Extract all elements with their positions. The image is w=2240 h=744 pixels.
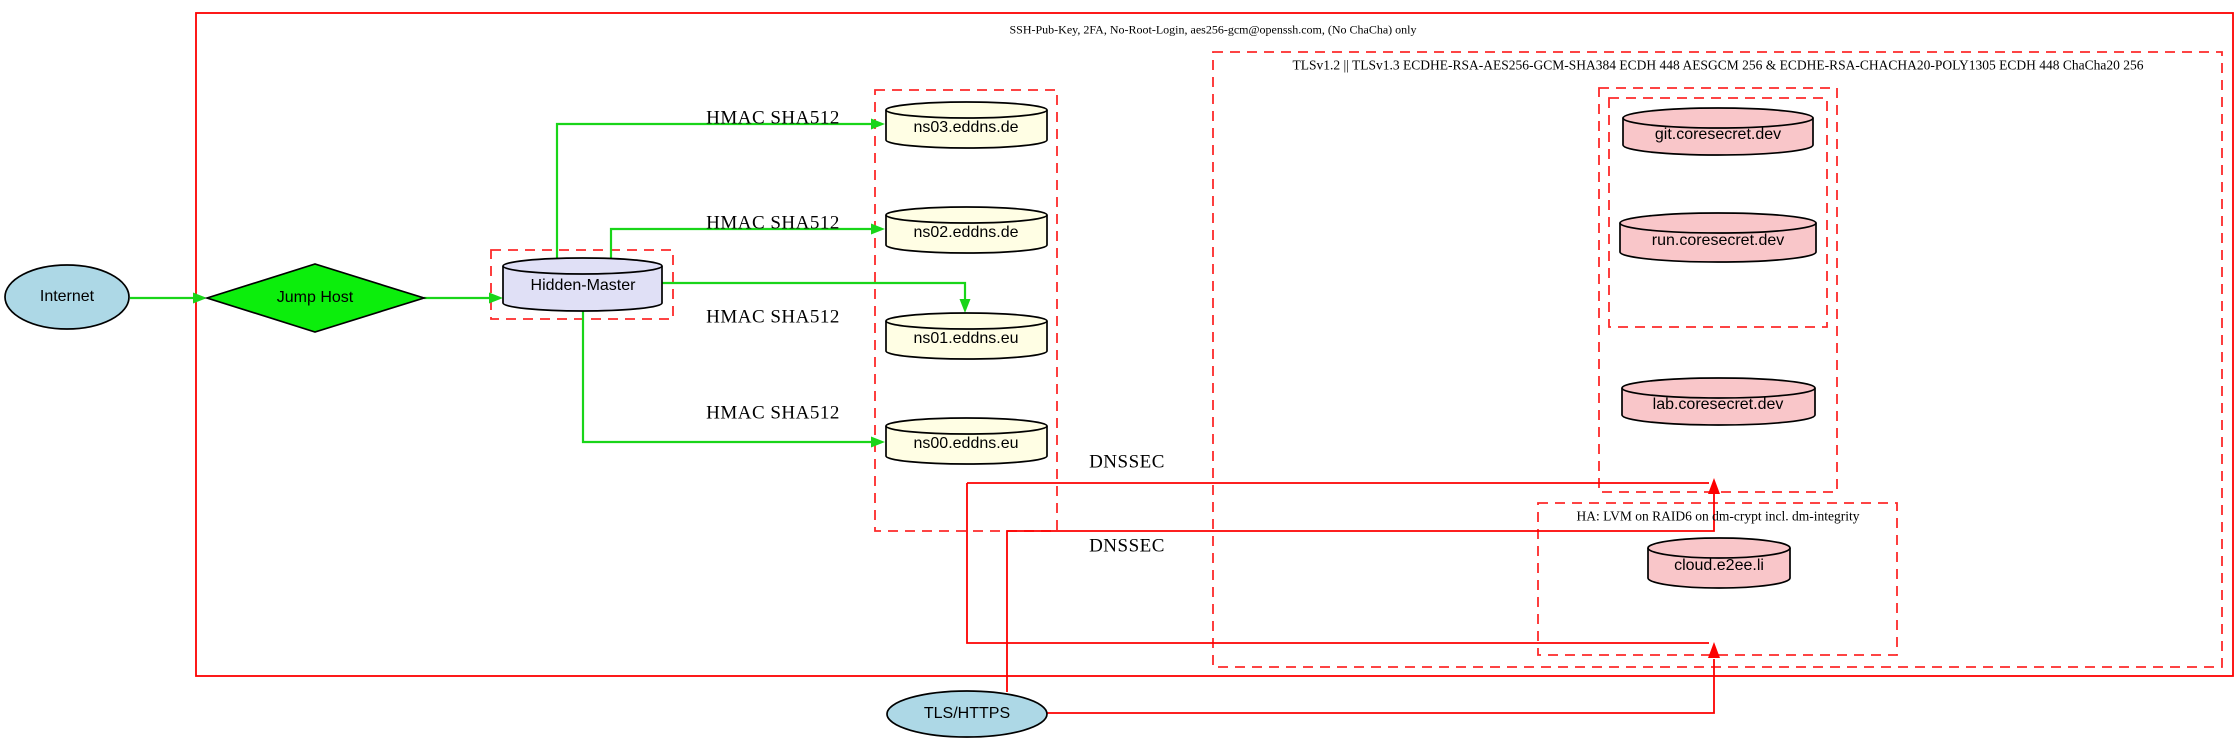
arrowhead-hiddenmaster [489, 292, 503, 304]
lab-label: lab.coresecret.dev [1652, 396, 1784, 414]
edge-hiddenmaster-ns01 [662, 281, 967, 299]
ssh-cluster-label: SSH-Pub-Key, 2FA, No-Root-Login, aes256-… [1009, 22, 1417, 37]
internet-label: Internet [39, 288, 95, 306]
arrowhead-jumphost [193, 292, 207, 304]
ns01-node [885, 312, 1048, 360]
arrowhead-ns03 [871, 118, 885, 130]
lab-node [1621, 377, 1816, 426]
git-node [1622, 107, 1814, 156]
arrowhead-coresecret [1708, 478, 1720, 494]
hmac-label-ns03: HMAC SHA512 [706, 107, 840, 129]
jump-host-label: Jump Host [276, 289, 354, 307]
red-edges [966, 478, 1720, 714]
tls-https-label: TLS/HTTPS [923, 705, 1011, 723]
cloud-label: cloud.e2ee.li [1674, 557, 1764, 575]
edge-hiddenmaster-ns00 [581, 310, 871, 444]
dnssec-label-2: DNSSEC [1089, 535, 1165, 557]
ha-cluster-box [1537, 502, 1898, 656]
ns03-label: ns03.eddns.de [913, 119, 1019, 137]
coresecret-outer-cluster-box [1598, 87, 1838, 493]
hmac-label-ns01: HMAC SHA512 [706, 306, 840, 328]
jump-host-node [204, 263, 427, 333]
arrowhead-ns02 [871, 223, 885, 235]
green-edges [130, 118, 971, 448]
ns03-node [885, 101, 1048, 149]
ns02-label: ns02.eddns.de [913, 224, 1019, 242]
tls-https-node [886, 690, 1048, 738]
edge-dnssec-ha [966, 483, 1709, 644]
arrowhead-ns00 [871, 436, 885, 448]
dns-cluster-box [874, 89, 1058, 532]
cloud-node [1647, 537, 1791, 589]
dnssec-label-1: DNSSEC [1089, 451, 1165, 473]
internet-node [4, 264, 130, 330]
edge-tls-coresecret [1006, 494, 1715, 692]
edge-hiddenmaster-ns03 [555, 122, 871, 259]
ns00-label: ns00.eddns.eu [913, 435, 1019, 453]
git-label: git.coresecret.dev [1654, 126, 1782, 144]
run-node [1619, 212, 1817, 263]
ns00-node [885, 417, 1048, 465]
hidden-master-node [502, 257, 663, 312]
hmac-label-ns02: HMAC SHA512 [706, 212, 840, 234]
coresecret-inner-cluster-box [1608, 97, 1828, 328]
ssh-cluster-box [195, 12, 2234, 677]
hmac-label-ns00: HMAC SHA512 [706, 402, 840, 424]
edge-hiddenmaster-ns02 [609, 227, 871, 259]
hidden-master-label: Hidden-Master [530, 277, 636, 295]
tls-cluster-label: TLSv1.2 || TLSv1.3 ECDHE-RSA-AES256-GCM-… [1292, 57, 2144, 73]
ns01-label: ns01.eddns.eu [913, 330, 1019, 348]
tls-cluster-box [1212, 51, 2223, 668]
edge-tls-ha [1047, 659, 1715, 714]
arrowhead-ha [1708, 642, 1720, 658]
run-label: run.coresecret.dev [1651, 232, 1785, 250]
arrowhead-ns01 [959, 299, 971, 313]
ns02-node [885, 206, 1048, 254]
ha-cluster-label: HA: LVM on RAID6 on dm-crypt incl. dm-in… [1576, 508, 1860, 524]
